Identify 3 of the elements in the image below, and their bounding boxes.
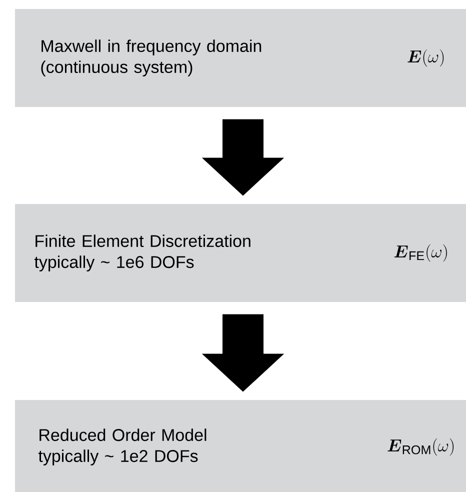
- process-box: Reduced Order Model typically ~ 1e2 DOFs $\boldsymbol{E}_{\text{ROM}}(\omega)$: [15, 400, 466, 492]
- process-box: Finite Element Discretization typically ~ 1e6 DOFs $\boldsymbol{E}_{\text{FE}}(\omega)$: [15, 204, 466, 302]
- process-box: Maxwell in frequency domain (continuous system) $\boldsymbol{E}(\omega)$: [15, 9, 466, 107]
